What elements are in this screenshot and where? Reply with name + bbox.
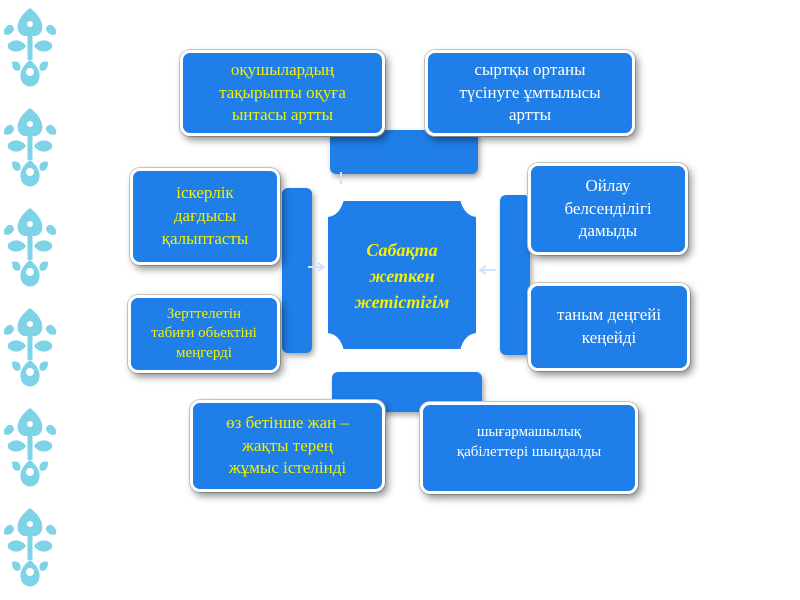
box-low-left-line-1: Зерттелетін <box>151 305 257 325</box>
center-title: Сабақта жеткен жетістігім <box>330 220 474 332</box>
box-top-left-line-2: тақырыпты оқуға <box>219 82 346 105</box>
box-low-left: Зерттелетін табиғи обьектіні меңгерді <box>128 295 280 373</box>
connector-right <box>500 195 530 355</box>
arrow-top-icon <box>336 172 346 186</box>
box-top-right: сыртқы ортаны түсінуге ұмтылысы артты <box>425 50 635 136</box>
box-top-right-line-2: түсінуге ұмтылысы <box>459 82 600 105</box>
box-bottom-left-line-2: жақты терең <box>226 435 349 458</box>
box-low-right-line-1: таным деңгейі <box>557 304 661 327</box>
box-bottom-left-line-3: жұмыс істелінді <box>226 457 349 480</box>
box-mid-left: іскерлік дағдысы қалыптасты <box>130 168 280 265</box>
box-top-left-line-1: оқушылардың <box>219 59 346 82</box>
box-top-left: оқушылардың тақырыпты оқуға ынтасы артты <box>180 50 385 136</box>
box-top-left-line-3: ынтасы артты <box>219 104 346 127</box>
center-line-2: жеткен <box>355 263 450 289</box>
box-low-left-line-2: табиғи обьектіні <box>151 324 257 344</box>
box-bottom-left: өз бетінше жан – жақты терең жұмыс істел… <box>190 400 385 492</box>
box-mid-right: Ойлау белсенділігі дамыды <box>528 163 688 255</box>
box-mid-left-line-2: дағдысы <box>162 205 249 228</box>
center-line-3: жетістігім <box>355 289 450 315</box>
box-mid-left-line-1: іскерлік <box>162 182 249 205</box>
box-mid-left-line-3: қалыптасты <box>162 228 249 251</box>
box-mid-right-line-1: Ойлау <box>564 175 651 198</box>
box-mid-right-line-3: дамыды <box>564 220 651 243</box>
arrow-right-icon <box>478 265 496 275</box>
box-low-left-line-3: меңгерді <box>151 344 257 364</box>
arrow-left-icon <box>308 262 326 272</box>
box-bottom-right-line-1: шығармашылық <box>457 423 601 443</box>
box-top-right-line-3: артты <box>459 104 600 127</box>
center-line-1: Сабақта <box>355 237 450 263</box>
box-bottom-left-line-1: өз бетінше жан – <box>226 412 349 435</box>
box-bottom-right-line-2: қабілеттері шыңдалды <box>457 443 601 463</box>
box-low-right: таным деңгейі кеңейді <box>528 283 690 371</box>
box-bottom-right: шығармашылық қабілеттері шыңдалды <box>420 402 638 494</box>
connector-top <box>330 130 478 174</box>
box-top-right-line-1: сыртқы ортаны <box>459 59 600 82</box>
box-mid-right-line-2: белсенділігі <box>564 198 651 221</box>
box-low-right-line-2: кеңейді <box>557 327 661 350</box>
